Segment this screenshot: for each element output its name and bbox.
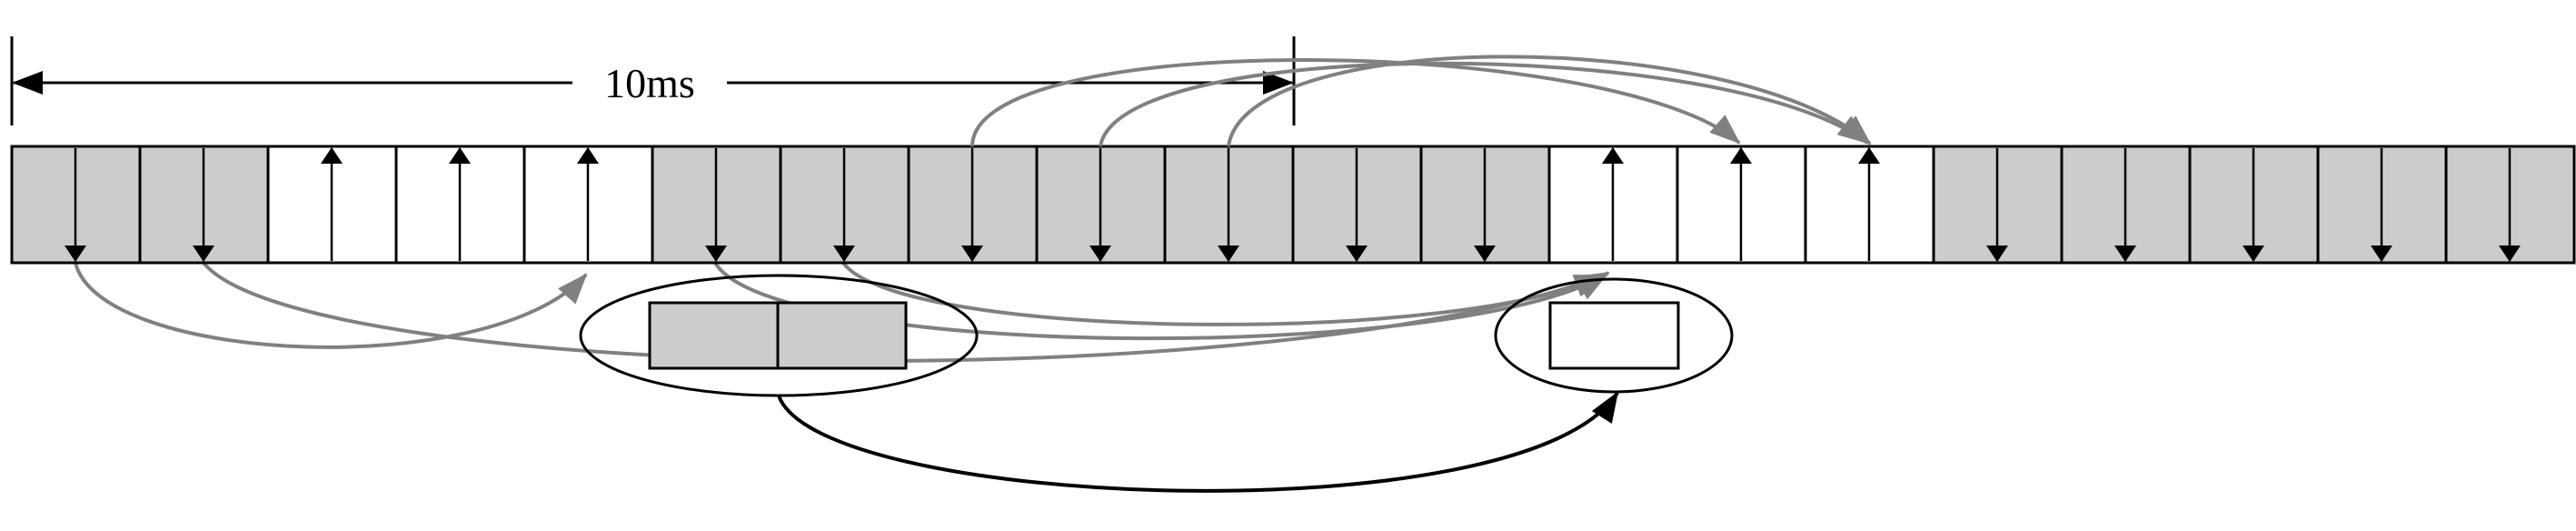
bundle-group: [579, 274, 1734, 493]
duration-label: 10ms: [604, 60, 695, 106]
uplink-bundle-cell-0: [1548, 301, 1680, 370]
subframe-row: [10, 145, 2576, 265]
curves-above-group: [970, 55, 1872, 147]
curve-above-9-14: [1227, 55, 1872, 147]
downlink-bundle-cell-0: [648, 301, 780, 370]
bundle-transfer-arrow: [777, 391, 1619, 493]
curve-below-5-12: [713, 261, 1608, 341]
curve-below-0-4: [74, 262, 588, 349]
duration-span: 10ms: [10, 36, 1296, 125]
curve-above-8-14: [1099, 61, 1869, 147]
curve-above-7-13: [970, 58, 1741, 147]
curve-below-6-12: [841, 261, 1610, 326]
downlink-bundle-cell-1: [776, 301, 908, 370]
